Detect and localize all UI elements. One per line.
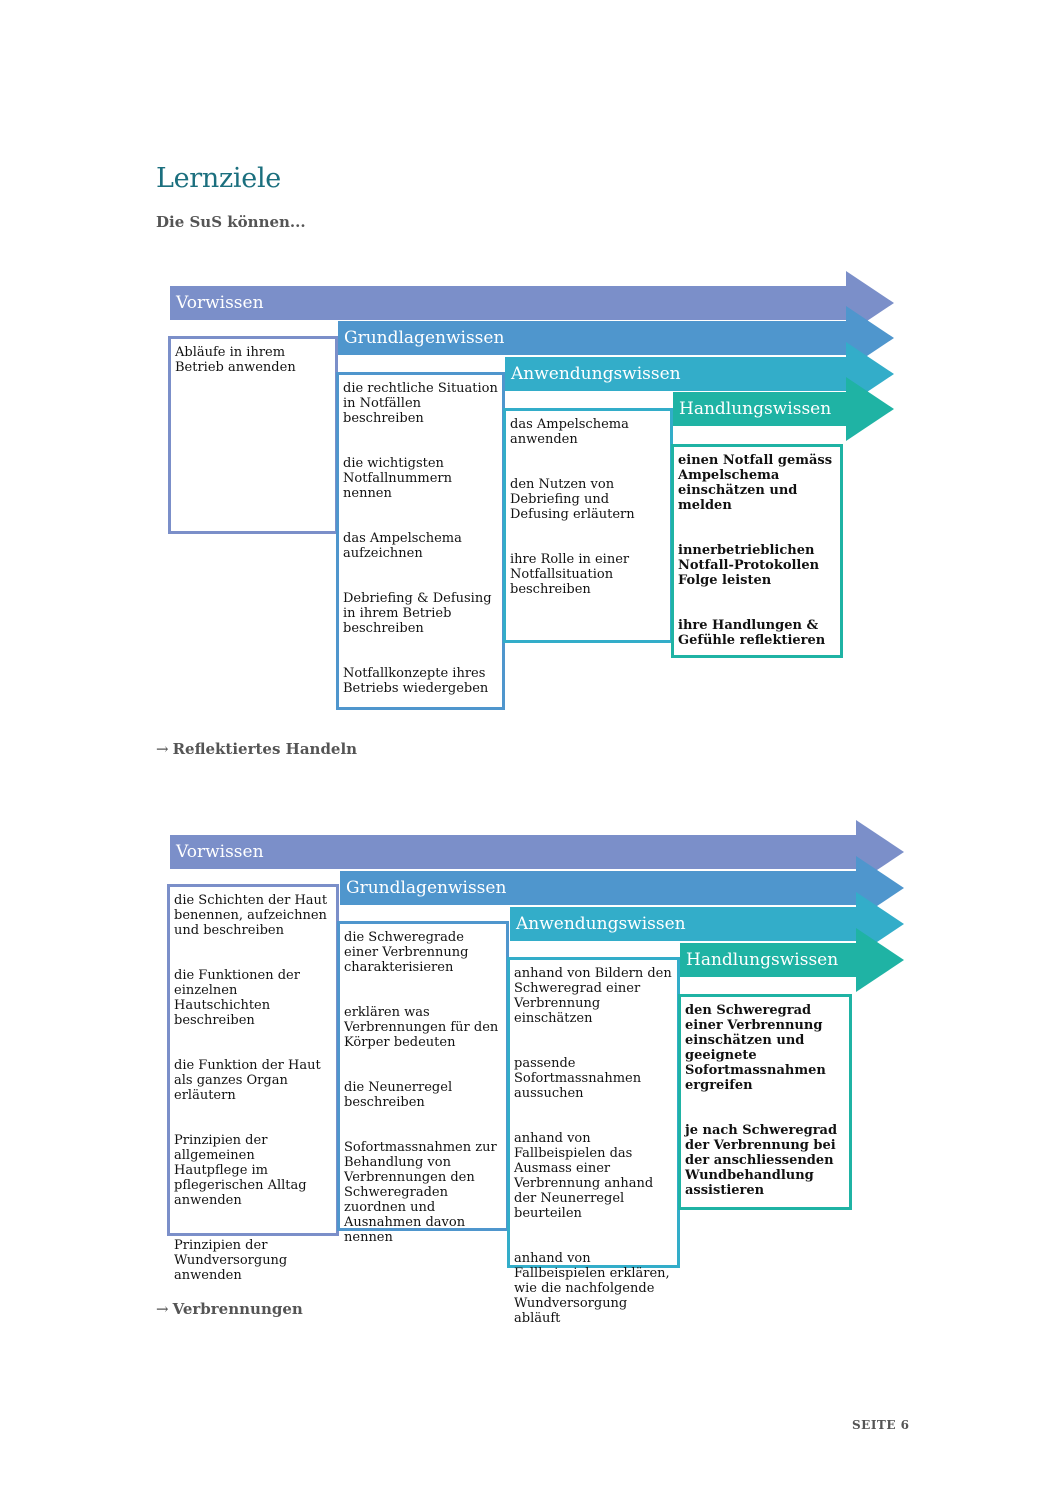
list-item: das Ampelschema anwenden <box>510 417 629 447</box>
knowledge-box-vorwissen: Abläufe in ihrem Betrieb anwenden <box>168 336 338 534</box>
band-vorwissen: Vorwissen <box>170 271 894 335</box>
list-item: den Schweregrad einer Verbrennung einsch… <box>685 1003 826 1093</box>
list-item: die Schweregrade einer Verbrennung chara… <box>344 930 469 975</box>
list-item: Sofortmassnahmen zur Behandlung von Verb… <box>344 1140 497 1245</box>
arrow-tip <box>856 928 904 992</box>
summary-2: →Verbrennungen <box>156 1300 303 1318</box>
knowledge-box-handlung: den Schweregrad einer Verbrennung einsch… <box>678 994 852 1210</box>
knowledge-box-vorwissen: die Schichten der Haut benennen, aufzeic… <box>167 884 339 1283</box>
arrow-tip <box>846 377 894 441</box>
band-label: Vorwissen <box>176 293 264 313</box>
list-item: anhand von Fallbeispielen das Ausmass ei… <box>514 1131 654 1221</box>
list-item: anhand von Fallbeispielen erklären, wie … <box>514 1251 670 1326</box>
list-item: die rechtliche Situation in Notfällen be… <box>343 381 498 426</box>
band-label: Grundlagenwissen <box>346 878 507 898</box>
page-number: SEITE 6 <box>852 1418 910 1432</box>
list-item: je nach Schweregrad der Verbrennung bei … <box>685 1123 838 1198</box>
knowledge-box-handlung: einen Notfall gemäss Ampelschema einschä… <box>671 444 843 658</box>
band-label: Vorwissen <box>176 842 264 862</box>
list-item: Prinzipien der allgemeinen Hautpflege im… <box>174 1133 307 1208</box>
list-item: den Nutzen von Debriefing und Defusing e… <box>510 477 635 522</box>
list-item: erklären was Verbrennungen für den Körpe… <box>344 1005 499 1050</box>
page-title: Lernziele <box>156 163 281 194</box>
summary-label: Reflektiertes Handeln <box>172 740 358 758</box>
list-item: ihre Handlungen & Gefühle reflektieren <box>678 618 826 648</box>
band-vorwissen: Vorwissen <box>170 820 904 884</box>
band-grundlagen: Grundlagenwissen <box>338 306 894 370</box>
band-handlung: Handlungswissen <box>680 928 904 992</box>
list-item: die Neunerregel beschreiben <box>344 1080 453 1110</box>
band-handlung: Handlungswissen <box>673 377 894 441</box>
summary-label: Verbrennungen <box>172 1300 303 1318</box>
list-item: die Funktionen der einzelnen Hautschicht… <box>174 968 300 1028</box>
arrow-right-icon: → <box>156 740 169 758</box>
knowledge-box-grundlagen: die Schweregrade einer Verbrennung chara… <box>337 921 509 1245</box>
arrow-right-icon: → <box>156 1300 169 1318</box>
band-label: Grundlagenwissen <box>344 328 505 348</box>
list-item: innerbetrieblichen Notfall-Protokollen F… <box>678 543 820 588</box>
band-anwendung: Anwendungswissen <box>510 892 904 956</box>
summary-1: →Reflektiertes Handeln <box>156 740 357 758</box>
list-item: das Ampelschema aufzeichnen <box>343 531 462 561</box>
list-item: die Schichten der Haut benennen, aufzeic… <box>174 893 328 938</box>
list-item: anhand von Bildern den Schweregrad einer… <box>514 966 672 1026</box>
list-item: passende Sofortmassnahmen aussuchen <box>514 1056 642 1101</box>
band-label: Anwendungswissen <box>511 364 681 384</box>
list-item: Notfallkonzepte ihres Betriebs wiedergeb… <box>343 666 489 696</box>
list-item: Abläufe in ihrem Betrieb anwenden <box>175 345 296 375</box>
knowledge-box-grundlagen: die rechtliche Situation in Notfällen be… <box>336 372 505 710</box>
knowledge-box-anwendung: das Ampelschema anwenden den Nutzen von … <box>503 408 673 643</box>
list-item: Debriefing & Defusing in ihrem Betrieb b… <box>343 591 492 636</box>
list-item: ihre Rolle in einer Notfallsituation bes… <box>510 552 630 597</box>
list-item: Prinzipien der Wundversorgung anwenden <box>174 1238 288 1283</box>
list-item: die wichtigsten Notfallnummern nennen <box>343 456 452 501</box>
list-item: einen Notfall gemäss Ampelschema einschä… <box>678 453 833 513</box>
knowledge-box-anwendung: anhand von Bildern den Schweregrad einer… <box>507 957 680 1326</box>
band-label: Handlungswissen <box>679 399 832 419</box>
band-label: Anwendungswissen <box>516 914 686 934</box>
page-subtitle: Die SuS können... <box>156 213 306 231</box>
band-grundlagen: Grundlagenwissen <box>340 856 904 920</box>
list-item: die Funktion der Haut als ganzes Organ e… <box>174 1058 321 1103</box>
band-label: Handlungswissen <box>686 950 839 970</box>
band-anwendung: Anwendungswissen <box>505 342 894 406</box>
